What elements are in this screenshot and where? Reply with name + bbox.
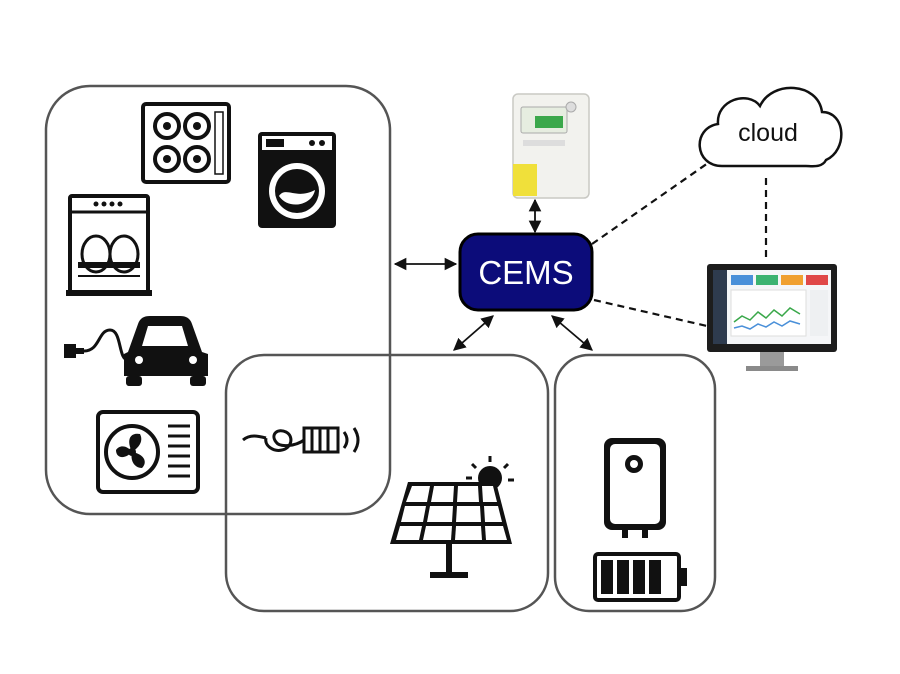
cloud-label: cloud [738,119,798,147]
cooktop-icon [141,102,231,184]
electric-vehicle-icon [64,316,208,386]
washing-machine-icon [258,132,336,228]
heat-pump-icon [242,426,360,454]
monitor-link [593,298,708,328]
battery-icon [593,552,687,602]
smart-meter-icon [512,93,590,199]
air-conditioner-icon [96,410,200,494]
cloud-node: cloud [698,86,843,168]
monitor-dashboard-icon [707,264,837,371]
generation-connector [453,315,494,351]
storage-group-box [553,353,717,613]
cloud-link [591,162,709,245]
storage-connector [551,315,593,351]
appliances-group-box [44,84,392,516]
cems-label: CEMS [478,254,573,291]
water-heater-icon [604,438,666,538]
cems-node: CEMS [458,232,594,312]
solar-panel-icon [390,456,514,578]
generation-group-box [224,353,550,613]
cloud-icon [698,86,843,168]
dishwasher-icon [66,194,152,296]
